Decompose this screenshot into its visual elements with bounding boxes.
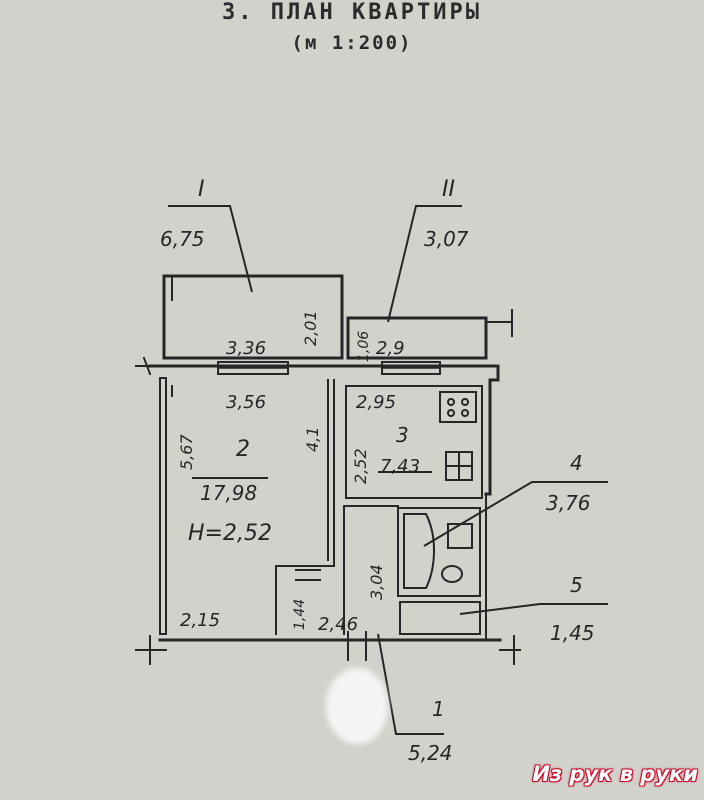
leader-room-1 <box>377 633 444 735</box>
room-2-wall <box>275 379 335 635</box>
leader-room-4 <box>423 481 608 547</box>
room-5-area: 1,45 <box>550 621 595 645</box>
room-1-area: 5,24 <box>408 741 453 765</box>
page-title: 3. ПЛАН КВАРТИРЫ <box>222 0 482 25</box>
room-1-number: 1 <box>432 697 445 721</box>
room-3-number: 3 <box>396 423 409 447</box>
leader-room-5 <box>459 603 608 615</box>
watermark-logo: Из рук в руки <box>532 762 698 786</box>
balcony-2-width: 2,9 <box>376 338 405 359</box>
room-4-area: 3,76 <box>546 491 591 515</box>
room-5-number: 5 <box>570 573 583 597</box>
toilet-icon <box>441 565 463 583</box>
balcony-2-area: 3,07 <box>424 227 469 251</box>
room-5-outline <box>399 601 481 635</box>
room-2-length: 5,67 <box>177 434 196 470</box>
room-2-side: 4,1 <box>303 427 322 452</box>
room-3-width: 2,95 <box>356 392 396 413</box>
balcony-2-numeral: II <box>442 177 455 202</box>
room-4-outline <box>397 507 481 597</box>
balcony-1-depth: 2,01 <box>301 310 320 346</box>
room-2-area: 17,98 <box>200 481 257 505</box>
balcony-1-area: 6,75 <box>160 227 205 251</box>
leader-balcony-1 <box>168 205 253 293</box>
balcony-1-width: 3,36 <box>226 338 266 359</box>
balcony-1-outline <box>162 274 344 360</box>
bathtub-icon <box>403 513 436 589</box>
washbasin-icon <box>447 523 473 549</box>
outer-wall-left <box>159 377 167 635</box>
room-2-step: 1,44 <box>292 599 308 630</box>
room-3-outline <box>345 385 483 499</box>
room-4-number: 4 <box>570 451 583 475</box>
balcony-2-outline <box>346 316 488 360</box>
room-3-length: 2,52 <box>351 448 370 484</box>
scale-label: (м 1:200) <box>291 32 413 54</box>
balcony-2-depth: 1,06 <box>356 331 372 362</box>
paper-blot <box>326 668 388 744</box>
room-2-height: H=2,52 <box>188 521 272 546</box>
balcony-1-numeral: I <box>198 177 205 202</box>
room-2-bottom: 2,15 <box>180 610 220 631</box>
room-2-width: 3,56 <box>226 392 266 413</box>
room-3-area: 7,43 <box>380 456 420 477</box>
room-2-number: 2 <box>236 437 250 462</box>
leader-balcony-2 <box>387 205 462 323</box>
room-1-width: 2,46 <box>318 614 358 635</box>
room-1-length: 3,04 <box>367 564 386 600</box>
stove-icon <box>439 391 477 423</box>
